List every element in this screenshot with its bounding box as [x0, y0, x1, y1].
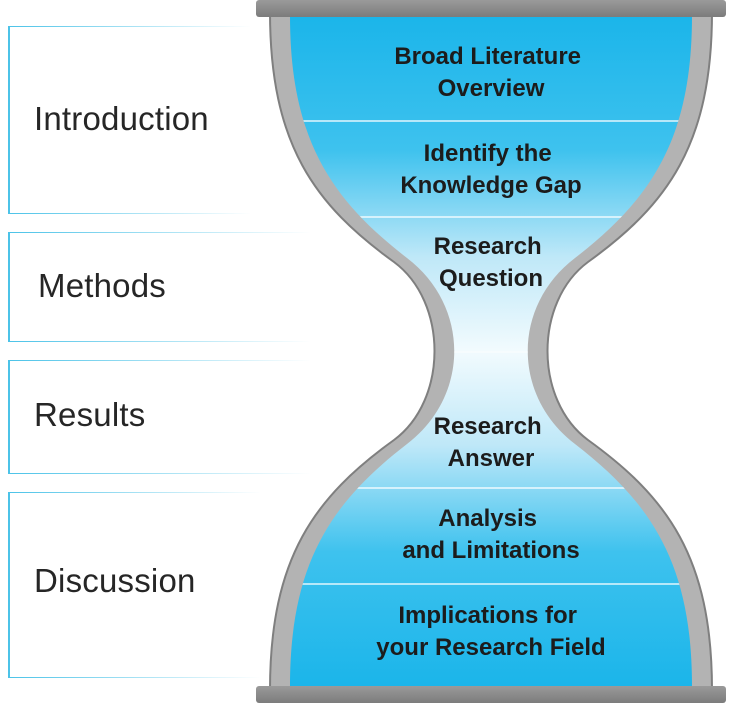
step-3-label: Research Question — [434, 233, 549, 292]
section-label-results: Results — [34, 396, 146, 433]
hourglass-top-cap — [256, 0, 726, 17]
section-label-discussion: Discussion — [34, 562, 196, 599]
results-bracket — [8, 360, 310, 474]
section-label-introduction: Introduction — [34, 100, 209, 137]
step-4-label: Research Answer — [434, 413, 549, 472]
hourglass-fill — [290, 16, 692, 686]
step-5-label: Analysis and Limitations — [402, 505, 579, 564]
step-6-label: Implications for your Research Field — [376, 602, 605, 661]
introduction-bracket — [8, 26, 250, 214]
hourglass-bottom-cap — [256, 686, 726, 703]
section-label-methods: Methods — [38, 267, 166, 304]
methods-bracket — [8, 232, 310, 342]
step-1-label: Broad Literature Overview — [394, 43, 587, 102]
discussion-bracket — [8, 492, 260, 678]
step-2-label: Identify the Knowledge Gap — [400, 140, 581, 199]
